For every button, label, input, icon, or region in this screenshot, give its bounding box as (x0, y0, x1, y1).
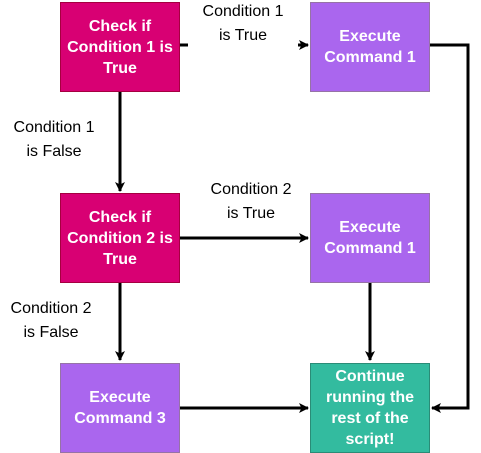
condition-2-false-label: Condition 2 is False (0, 297, 102, 345)
execute-command-1-mid-node[interactable]: Execute Command 1 (310, 193, 430, 283)
condition-1-true-label: Condition 1 is True (188, 0, 298, 48)
continue-script-node[interactable]: Continue running the rest of the script! (310, 363, 430, 453)
check-condition-1-node[interactable]: Check if Condition 1 is True (60, 2, 180, 92)
condition-1-false-label: Condition 1 is False (0, 116, 108, 164)
check-condition-2-node[interactable]: Check if Condition 2 is True (60, 193, 180, 283)
execute-command-3-node[interactable]: Execute Command 3 (60, 363, 180, 453)
condition-2-true-label: Condition 2 is True (196, 178, 306, 226)
arrow-exec1-top-to-continue (430, 43, 470, 413)
execute-command-1-top-node[interactable]: Execute Command 1 (310, 2, 430, 92)
